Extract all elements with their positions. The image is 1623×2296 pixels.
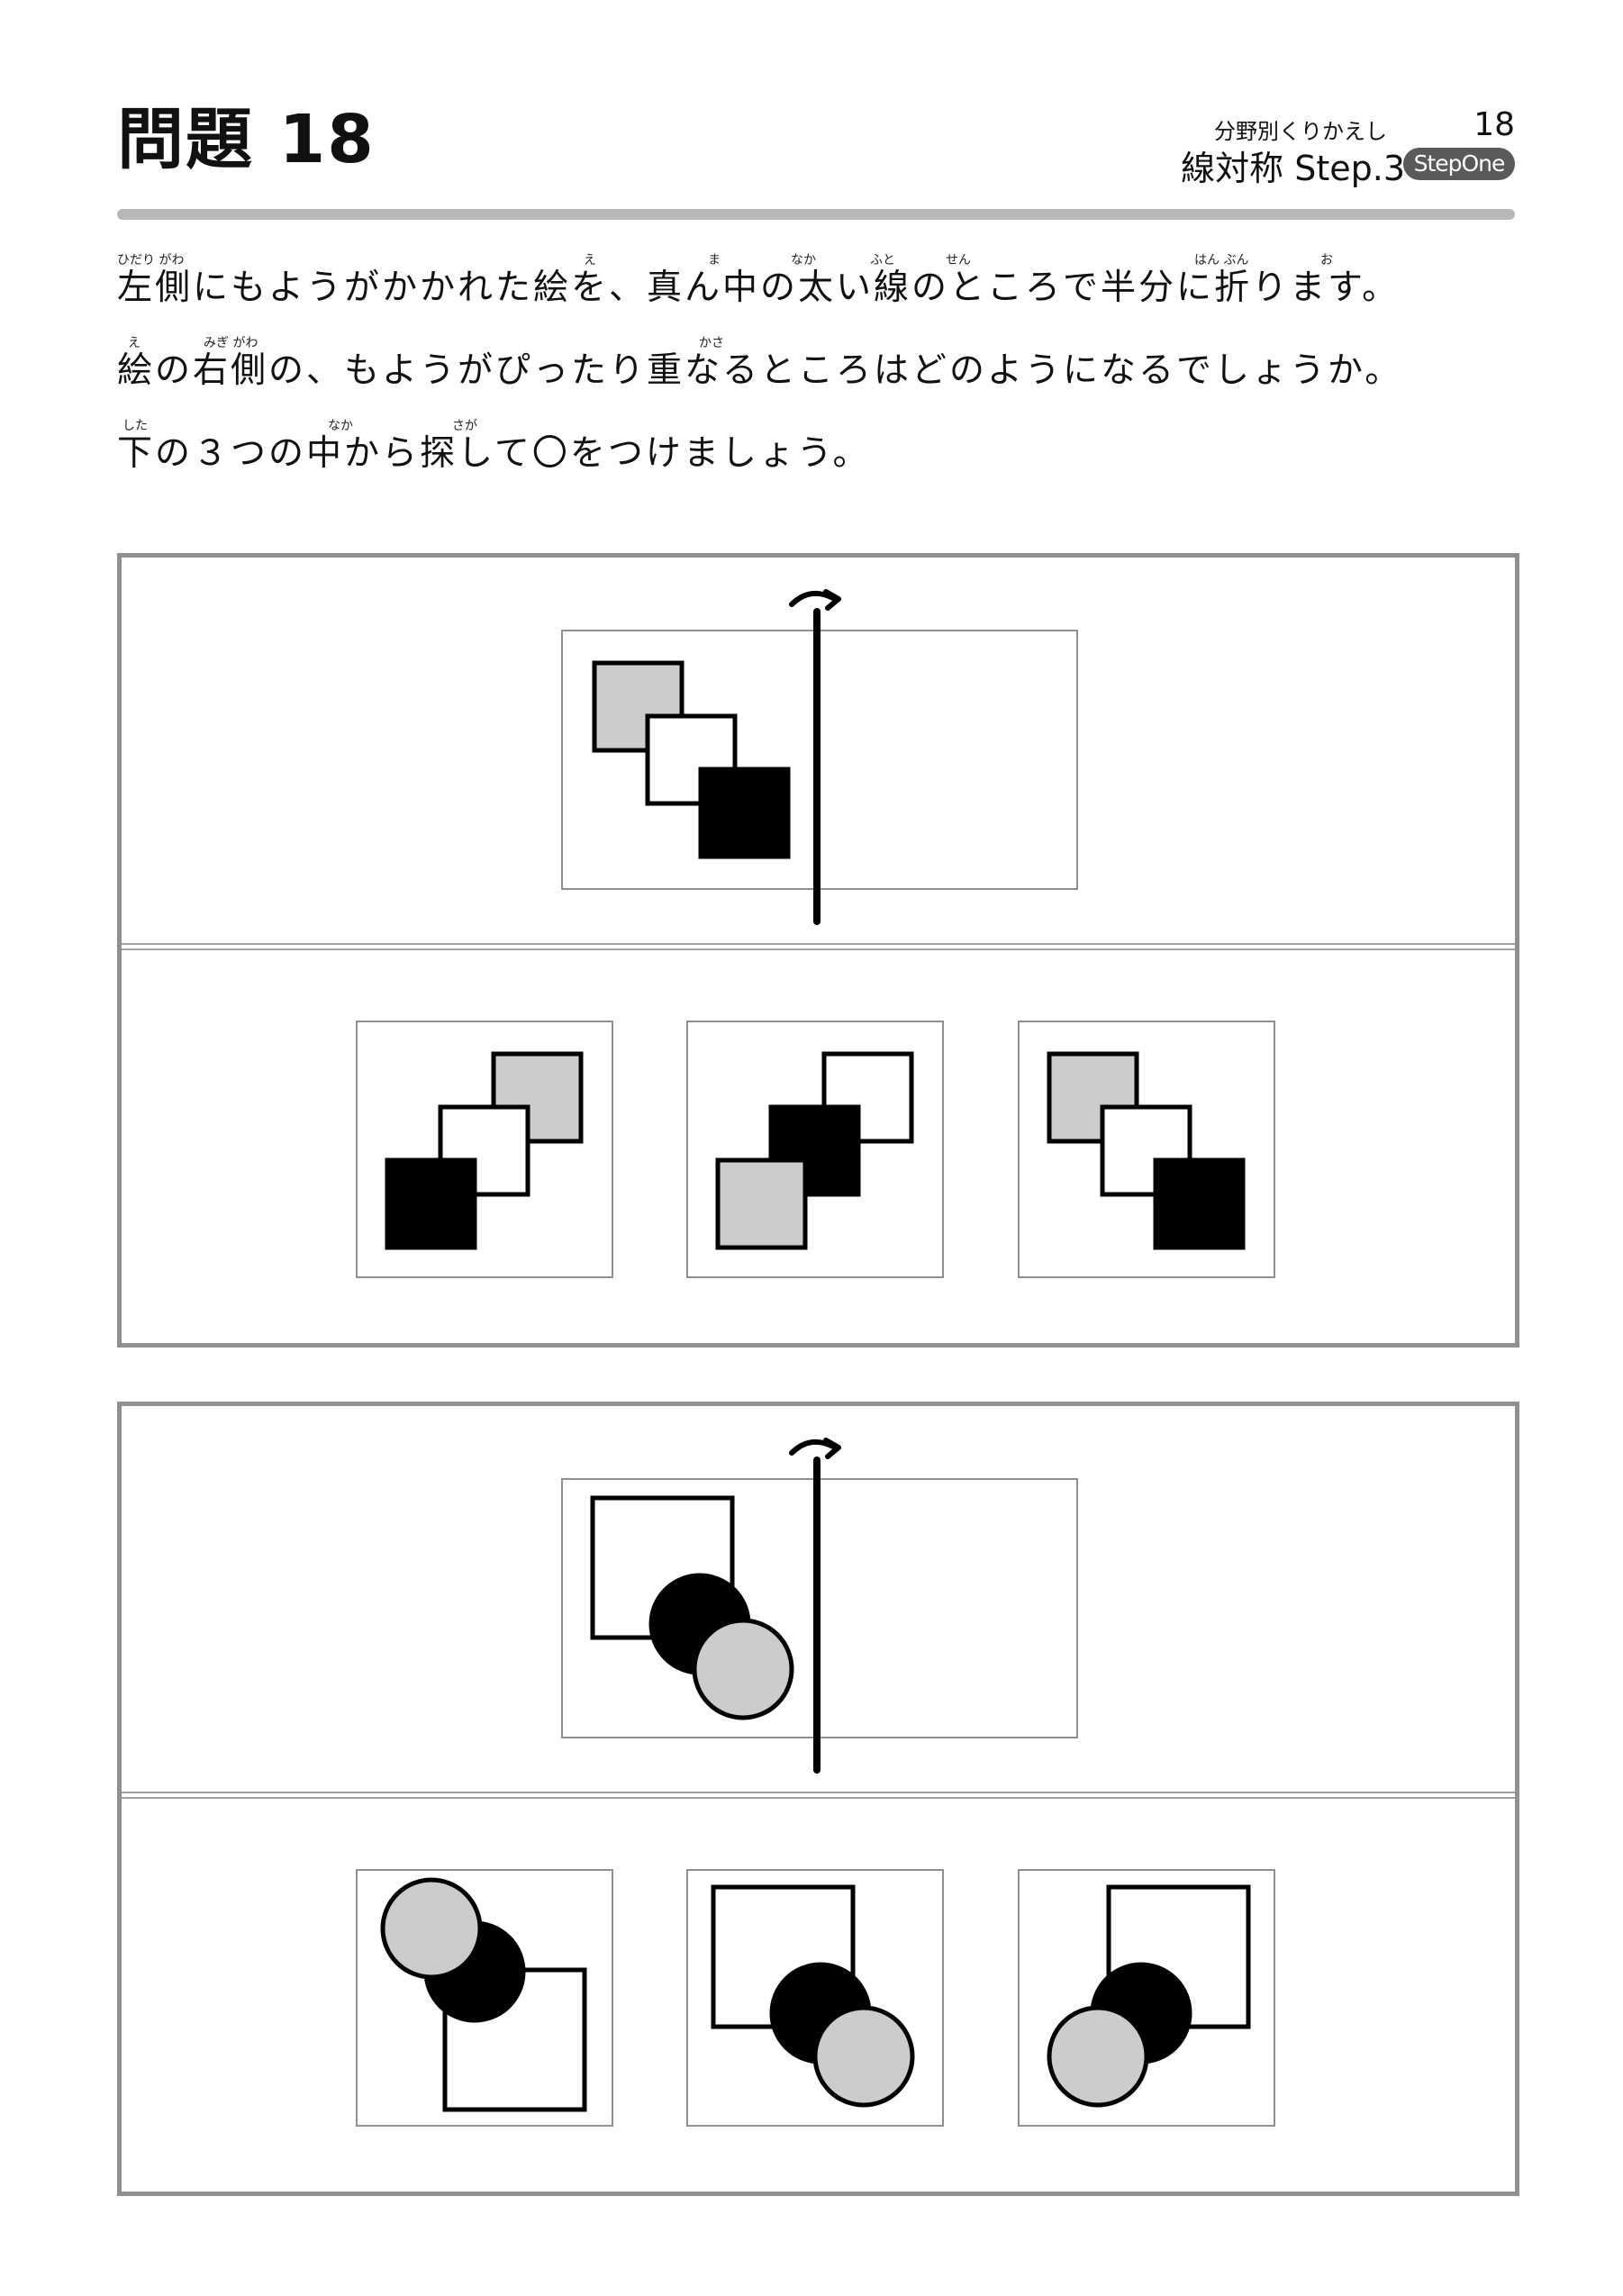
instruction-line-3: 下の３つの中から探して〇をつけましょう。: [117, 433, 871, 474]
ruby-naka: なか: [791, 253, 816, 268]
ruby-saga: さが: [452, 419, 477, 433]
ruby-e2: え: [128, 336, 141, 350]
choice-1a[interactable]: [356, 1021, 613, 1278]
ruby-e: え: [584, 253, 596, 268]
panel-divider: [122, 1792, 1515, 1799]
page-number: 18: [1473, 106, 1515, 143]
ruby-ma: ま: [708, 253, 721, 268]
black-square: [698, 767, 791, 859]
ruby-naka2: なか: [328, 419, 353, 433]
problem-panel-2: [117, 1402, 1519, 2196]
ruby-shita: した: [122, 419, 148, 433]
instruction-line-1: 左側にもようがかかれた絵を、真ん中の太い線のところで半分に折ります。: [117, 268, 1401, 308]
ruby-o: お: [1320, 253, 1333, 268]
instruction-line-2: 絵の右側の、もようがぴったり重なるところはどのようになるでしょうか。: [117, 350, 1403, 391]
stepone-badge: StepOne: [1403, 148, 1515, 180]
fold-line-2: [789, 1438, 841, 1774]
problem-panel-1: [117, 553, 1519, 1348]
fold-line-1: [789, 589, 841, 925]
ruby-hidarigawa: ひだり がわ: [117, 253, 185, 268]
series-label: 分野別くりかえし: [1214, 119, 1387, 144]
page-title: 問題 18: [117, 101, 376, 178]
ruby-kasa: かさ: [699, 336, 724, 350]
choice-2c[interactable]: [1018, 1869, 1275, 2127]
choice-1c[interactable]: [1018, 1021, 1275, 1278]
ruby-migigawa: みぎ がわ: [204, 336, 258, 350]
ruby-futo: ふと: [870, 253, 895, 268]
choice-1b[interactable]: [686, 1021, 944, 1278]
ruby-hanbun: はん ぶん: [1194, 253, 1249, 268]
gray-circle: [692, 1618, 794, 1720]
choice-2a[interactable]: [356, 1869, 613, 2127]
ruby-sen: せん: [946, 253, 971, 268]
choice-2b[interactable]: [686, 1869, 944, 2127]
header-rule: [117, 209, 1515, 220]
topic-label: 線対称 Step.3: [1181, 149, 1405, 188]
panel-divider: [122, 943, 1515, 950]
